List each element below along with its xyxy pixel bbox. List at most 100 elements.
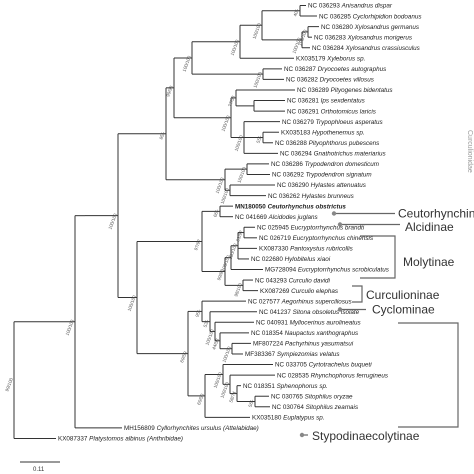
taxon-label: NC 041237 Sitona obsoletus isolate	[259, 309, 360, 316]
taxon-species: Pachyrhinus yasumatsui	[285, 341, 354, 348]
taxon-accession: NC 028535	[277, 372, 311, 379]
taxon-species: Hylobitelus xiaoi	[285, 256, 331, 263]
taxon-species: Hypothenemus sp.	[312, 129, 365, 136]
group-marker-dot	[337, 222, 343, 227]
support-value: 60/50	[196, 393, 205, 406]
support-value: 44/58	[211, 337, 220, 350]
group-label-molytinae: Molytinae	[403, 255, 455, 269]
taxon-label: NC 036288 Pityophthorus pubescens	[275, 140, 380, 147]
support-value: 100/100	[237, 166, 248, 184]
taxon-species: Rhynchophorus ferrugineus	[311, 372, 389, 379]
taxon-species: Pityogenes bidentatus	[331, 87, 394, 94]
taxon-accession: NC 036289	[297, 87, 331, 94]
support-value: 100/100	[228, 242, 239, 260]
group-label-ceutorhynchinae: Ceutorhynchinae	[398, 207, 474, 221]
taxon-label: NC 036284 Xylosandrus crassiusculus	[312, 45, 421, 52]
taxon-label: NC 036291 Orthotomicus laricis	[287, 108, 377, 115]
support-value: 98/100	[233, 282, 243, 297]
support-value: 100/100	[127, 294, 138, 312]
side-label: Curculionidae	[466, 130, 473, 173]
taxon-species: Gnathotrichus materiarius	[314, 151, 387, 158]
taxon-label: KX035179 Xyleborus sp.	[296, 56, 365, 63]
taxon-species: Ips sexdentatus	[321, 98, 366, 105]
taxon-label: NC 028535 Rhynchophorus ferrugineus	[277, 372, 389, 379]
taxon-accession: NC 036283	[314, 34, 348, 41]
support-value: 100/100	[221, 254, 232, 272]
taxon-accession: KX087330	[259, 246, 290, 253]
taxon-species: Pityophthorus pubescens	[309, 140, 381, 147]
taxon-label: NC 036290 Hylastes attenuatus	[277, 182, 367, 189]
group-bracket	[352, 285, 363, 303]
taxon-accession: NC 036280	[321, 24, 355, 31]
scale-bar-label: 0.11	[33, 467, 45, 473]
taxon-species: Ceutorhynchus obstrictus	[268, 203, 347, 210]
taxon-label: NC 033705 Cyrtotrachelus buqueti	[275, 362, 372, 369]
taxon-species: Cyllorhynchites ursulus (Attelabidae)	[157, 425, 259, 432]
group-label-alcidinae: Alcidinae	[405, 220, 454, 234]
taxon-species: Anisandrus dispar	[341, 3, 393, 10]
taxon-label: KX035180 Euplatypus sp.	[252, 415, 324, 422]
taxon-species: Sitona obsoletus isolate	[293, 309, 360, 316]
taxon-label: NC 036289 Pityogenes bidentatus	[297, 87, 393, 94]
taxon-label: NC 036293 Anisandrus dispar	[308, 3, 393, 10]
taxon-label: NC 022680 Hylobitelus xiaoi	[251, 256, 331, 263]
group-marker-dot	[331, 211, 337, 216]
taxon-species: Cyrtotrachelus buqueti	[309, 362, 373, 369]
taxon-label: NC 036281 Ips sexdentatus	[287, 98, 366, 105]
support-value: 66/-	[213, 208, 221, 218]
taxon-species: Curculio davidi	[289, 277, 331, 284]
taxon-label: NC 036282 Dryocoetes villosus	[286, 77, 375, 84]
support-value: 99/100	[4, 377, 14, 392]
taxon-species: Aegorhinus superciliosus	[281, 298, 353, 305]
taxon-accession: NC 036285	[319, 13, 353, 20]
taxon-accession: NC 043293	[255, 277, 289, 284]
tree-branches	[13, 5, 319, 439]
taxon-accession: MF383367	[245, 351, 277, 358]
support-value: 100/100	[205, 328, 216, 346]
taxon-accession: KX035180	[252, 415, 283, 422]
taxon-accession: NC 033705	[275, 362, 309, 369]
taxon-species: Xylosandrus crassiusculus	[345, 45, 421, 52]
support-value: 100/100	[298, 29, 309, 47]
support-value: 77/58	[227, 95, 236, 108]
taxon-label: NC 036294 Gnathotrichus materiarius	[280, 151, 387, 158]
taxon-label: MF383367 Sympiezomias velatus	[245, 351, 340, 358]
taxon-species: Orthotomicus laricis	[321, 108, 377, 115]
taxon-species: Eucryptorrhynchus brandti	[291, 224, 365, 231]
taxon-label: NC 026719 Eucryptorrhynchus chinensis	[259, 235, 374, 242]
taxon-accession: NC 036288	[275, 140, 309, 147]
taxon-species: Sphenophorus sp.	[277, 383, 328, 390]
taxon-accession: NC 036282	[286, 77, 320, 84]
taxon-accession: NC 036290	[277, 182, 311, 189]
taxon-accession: KX035179	[296, 56, 327, 63]
taxon-label: NC 027577 Aegorhinus superciliosus	[248, 298, 352, 305]
taxon-accession: NC 036262	[268, 193, 302, 200]
taxon-accession: KX087337	[58, 436, 89, 443]
taxon-label: NC 036280 Xylosandrus germanus	[321, 24, 420, 31]
taxon-label: NC 030765 Sitophilus oryzae	[271, 393, 353, 400]
taxon-species: Xyleborus sp.	[326, 56, 365, 63]
taxon-label: NC 036279 Trypophloeus asperatus	[282, 119, 384, 126]
taxon-species: Sitophilus oryzae	[305, 393, 353, 400]
taxon-accession: KX035183	[281, 129, 312, 136]
taxon-label: MN180050 Ceutorhynchus obstrictus	[235, 203, 346, 210]
taxon-species: Platystomos albinus (Anthribidae)	[89, 436, 183, 443]
taxon-species: Myllocerinus aurolineatus	[290, 320, 362, 327]
support-value: 40/-	[293, 7, 301, 17]
support-value: 100/100	[222, 345, 233, 363]
taxon-species: Euplatypus sp.	[283, 415, 324, 422]
taxon-species: Dryocoetes villosus	[320, 77, 375, 84]
support-value: 99/86	[216, 268, 225, 281]
scale-bar: 0.11	[20, 461, 60, 473]
taxon-accession: MN180050	[235, 203, 268, 210]
taxon-label: NC 036283 Xylosandrus morigerus	[314, 34, 413, 41]
taxon-label: NC 043293 Curculio davidi	[255, 277, 331, 284]
taxon-accession: NC 018351	[243, 383, 277, 390]
support-value: 53/-	[203, 318, 211, 328]
taxon-accession: NC 027577	[248, 298, 282, 305]
taxon-accession: NC 036281	[287, 98, 321, 105]
group-bracket-lower	[398, 322, 459, 428]
taxon-label: NC 018351 Sphenophorus sp.	[243, 383, 328, 390]
taxon-accession: NC 036292	[272, 172, 306, 179]
